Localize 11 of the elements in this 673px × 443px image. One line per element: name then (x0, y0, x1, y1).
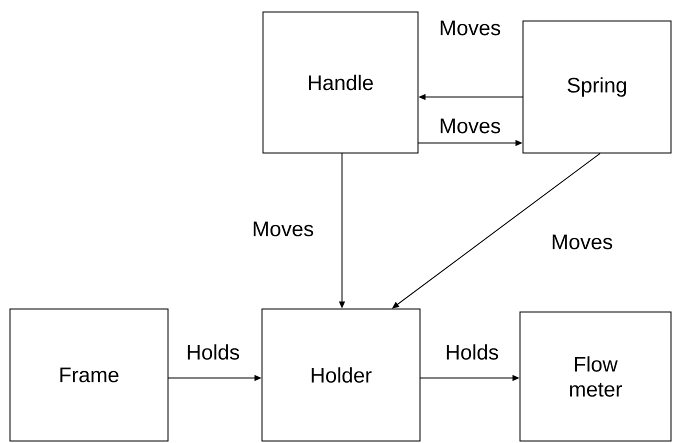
edge-label: Holds (185, 343, 241, 361)
process-box: Holder (262, 308, 420, 442)
process-box: Flow meter (520, 311, 672, 442)
process-box: Handle (262, 12, 418, 154)
process-box: Spring (522, 20, 672, 154)
edge-label: Moves (438, 118, 502, 134)
process-box: Frame (10, 308, 168, 442)
edge-label: Moves (550, 234, 614, 250)
edge-label: Holds (444, 343, 500, 361)
edge-label: Moves (438, 20, 502, 36)
edge-label: Moves (251, 220, 315, 238)
